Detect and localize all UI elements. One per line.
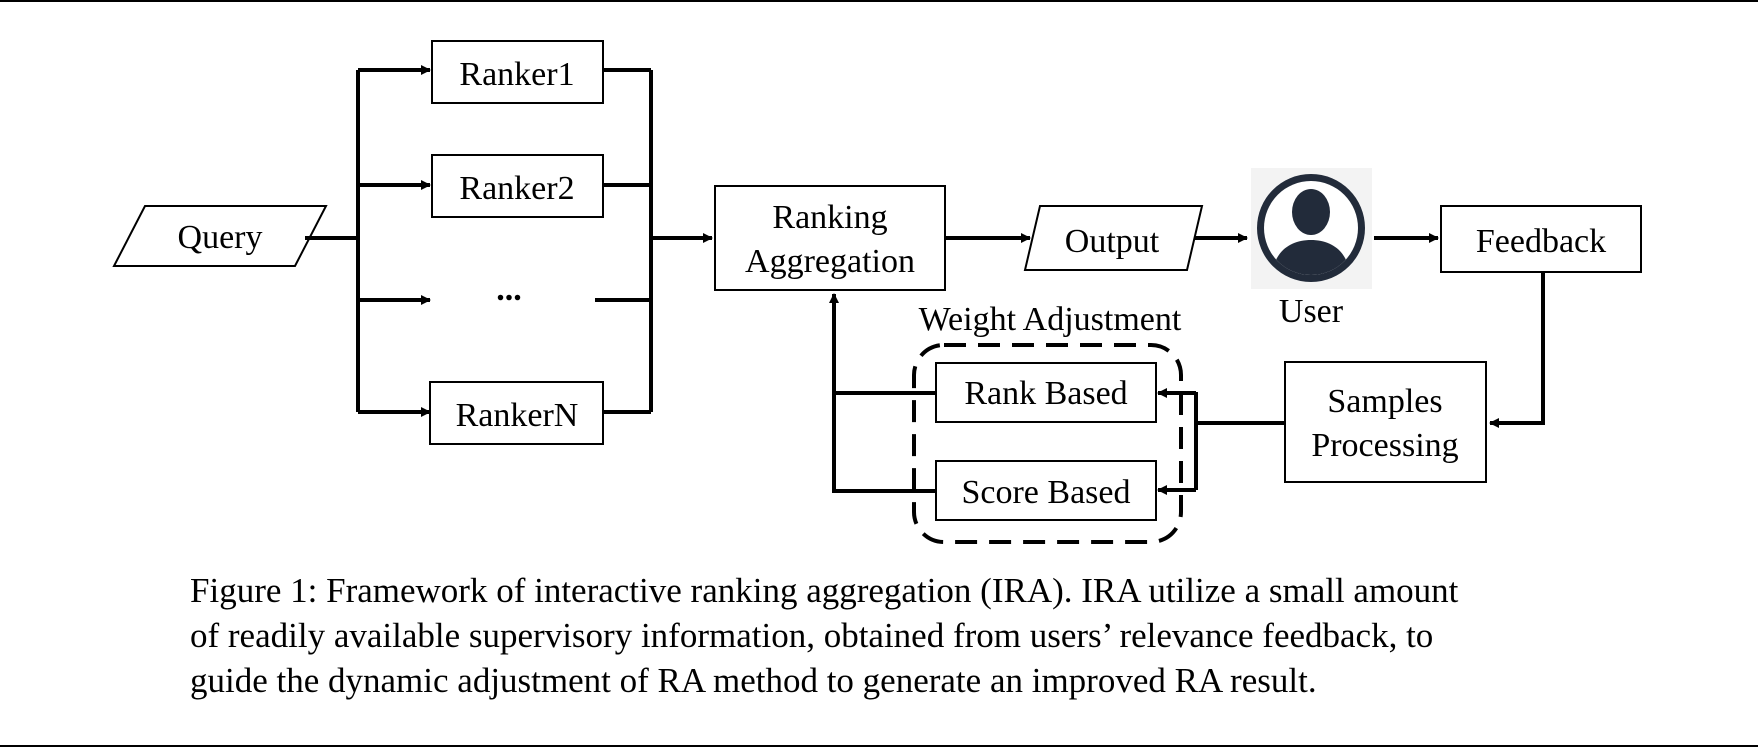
rankerN-label: RankerN	[456, 397, 579, 434]
caption-line-3: guide the dynamic adjustment of RA metho…	[190, 661, 1317, 700]
bottom-rule	[0, 745, 1758, 747]
caption-line-2: of readily available supervisory informa…	[190, 616, 1434, 655]
weight-adjustment-label: Weight Adjustment	[919, 301, 1182, 338]
user-label: User	[1279, 293, 1344, 330]
query-label: Query	[178, 219, 263, 256]
output-node	[1023, 205, 1204, 271]
feedback-box	[1440, 205, 1642, 273]
rankers-ellipsis: ...	[496, 271, 522, 308]
samples-processing-box	[1284, 361, 1487, 483]
ranker2-label: Ranker2	[459, 170, 574, 207]
ranking-aggregation-line1: Ranking	[772, 199, 887, 236]
ranker1-label: Ranker1	[459, 56, 574, 93]
figure-caption: Figure 1: Framework of interactive ranki…	[190, 568, 1590, 703]
feedback-label: Feedback	[1476, 223, 1606, 260]
caption-line-1: Figure 1: Framework of interactive ranki…	[190, 571, 1459, 610]
ranking-aggregation-line2: Aggregation	[745, 243, 915, 280]
weight-adjustment-group	[912, 343, 1183, 544]
query-node	[112, 205, 328, 267]
samples-processing-line1: Samples	[1327, 383, 1442, 420]
rank-based-label: Rank Based	[964, 375, 1127, 412]
top-rule	[0, 0, 1758, 2]
score-based-label: Score Based	[961, 474, 1130, 511]
output-label: Output	[1065, 223, 1160, 260]
user-avatar-icon	[1251, 168, 1372, 289]
feedback-to-samples	[1489, 272, 1545, 428]
rank-based-box	[935, 362, 1157, 423]
ranker1-box	[431, 40, 604, 104]
samples-processing-line2: Processing	[1311, 427, 1458, 464]
